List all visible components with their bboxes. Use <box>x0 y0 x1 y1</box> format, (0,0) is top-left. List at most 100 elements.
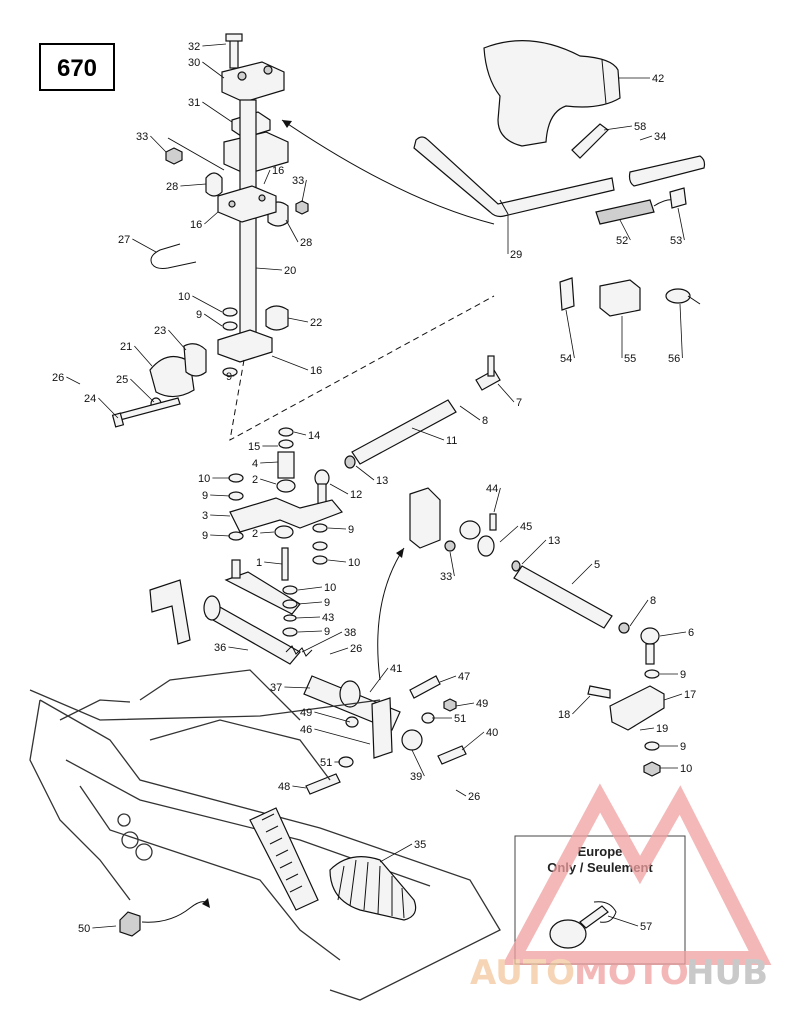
leader-c7 <box>497 383 515 403</box>
callout-c47: 47 <box>458 671 470 683</box>
callout-c33a: 33 <box>136 131 148 143</box>
callout-c7: 7 <box>516 397 522 409</box>
leader-lines <box>66 43 687 929</box>
callout-c49a: 49 <box>476 698 488 710</box>
callout-c13a: 13 <box>376 475 388 487</box>
leader-c9c <box>210 494 231 497</box>
leader-c47 <box>439 675 457 683</box>
callout-c20: 20 <box>284 265 296 277</box>
callout-c3: 3 <box>202 510 208 522</box>
callout-c41: 41 <box>390 663 402 675</box>
callout-c57: 57 <box>640 921 652 933</box>
leader-c19 <box>639 727 655 731</box>
leader-c5 <box>571 563 593 585</box>
callout-c44: 44 <box>486 483 498 495</box>
diagram-number-box: 670 <box>39 43 115 91</box>
callout-c42: 42 <box>652 73 664 85</box>
callout-c15: 15 <box>248 441 260 453</box>
leader-c2a <box>260 478 277 485</box>
leader-c33b <box>301 179 307 203</box>
callout-c9h: 9 <box>680 669 686 681</box>
leader-c28b <box>285 219 299 243</box>
callout-c16b: 16 <box>190 219 202 231</box>
leader-c26b <box>329 647 349 655</box>
callout-c16a: 16 <box>272 165 284 177</box>
callout-c1: 1 <box>256 557 262 569</box>
leader-c6 <box>659 631 687 637</box>
callout-c8b: 8 <box>650 595 656 607</box>
callout-c33c: 33 <box>440 571 452 583</box>
leader-c9e <box>210 534 231 537</box>
leader-c16b <box>204 211 219 225</box>
callout-c28b: 28 <box>300 237 312 249</box>
watermark-hub: HUB <box>686 953 768 993</box>
leader-c11 <box>411 427 445 441</box>
handlebar-assembly <box>281 40 706 317</box>
leader-c17 <box>663 693 683 701</box>
callout-c53: 53 <box>670 235 682 247</box>
callout-c29: 29 <box>510 249 522 261</box>
callout-c17: 17 <box>684 689 696 701</box>
callout-c50: 50 <box>78 923 90 935</box>
callout-c10a: 10 <box>178 291 190 303</box>
callout-c10e: 10 <box>680 763 692 775</box>
callout-c6: 6 <box>688 627 694 639</box>
leader-c9d <box>327 527 347 530</box>
leader-c16a <box>263 169 271 185</box>
leader-c37 <box>284 686 311 689</box>
leader-c8a <box>459 405 481 421</box>
leader-c8b <box>629 599 649 627</box>
leader-c1 <box>264 561 283 565</box>
leader-c25 <box>130 378 155 403</box>
callout-c9b: 9 <box>226 371 232 383</box>
leader-c9f <box>297 601 323 605</box>
callout-c9f: 9 <box>324 597 330 609</box>
callout-c48: 48 <box>278 781 290 793</box>
leader-c53 <box>677 207 685 241</box>
leader-c18 <box>572 695 591 715</box>
leader-c40 <box>461 731 485 751</box>
callout-c58: 58 <box>634 121 646 133</box>
leader-c54 <box>565 309 575 359</box>
leader-c50 <box>92 925 117 929</box>
europe-note-line2: Only / Seulement <box>547 860 653 875</box>
callout-c10d: 10 <box>324 582 336 594</box>
callout-c10b: 10 <box>198 473 210 485</box>
leader-c56 <box>679 303 683 359</box>
callout-c14: 14 <box>308 430 320 442</box>
leader-c33c <box>449 551 455 577</box>
leader-c4 <box>260 461 279 464</box>
leader-c58 <box>603 125 633 131</box>
leader-c44 <box>493 487 501 513</box>
leader-c13b <box>521 539 547 565</box>
leader-c39 <box>411 749 425 777</box>
callout-c2b: 2 <box>252 528 258 540</box>
callout-c26c: 26 <box>468 791 480 803</box>
leader-c9a <box>203 313 223 327</box>
leader-c10d <box>297 586 323 591</box>
leader-c34 <box>639 135 653 141</box>
callout-c43: 43 <box>322 612 334 624</box>
callout-c40: 40 <box>486 727 498 739</box>
callout-c51b: 51 <box>320 757 332 769</box>
leader-c12 <box>329 483 349 495</box>
leader-c32 <box>202 43 227 47</box>
callout-c54: 54 <box>560 353 572 365</box>
leader-c49b <box>314 711 351 723</box>
callout-c33b: 33 <box>292 175 304 187</box>
callout-c19: 19 <box>656 723 668 735</box>
callout-c9g: 9 <box>324 626 330 638</box>
callout-c51a: 51 <box>454 713 466 725</box>
center-steering-block <box>303 675 467 795</box>
leader-c2b <box>260 531 275 534</box>
leader-c9g <box>297 630 323 633</box>
leader-c10c <box>327 559 347 563</box>
callout-c34: 34 <box>654 131 666 143</box>
callout-c56: 56 <box>668 353 680 365</box>
callout-c13b: 13 <box>548 535 560 547</box>
callout-c2a: 2 <box>252 474 258 486</box>
callout-c35: 35 <box>414 839 426 851</box>
callout-c9e: 9 <box>202 530 208 542</box>
leader-c21 <box>134 345 153 367</box>
